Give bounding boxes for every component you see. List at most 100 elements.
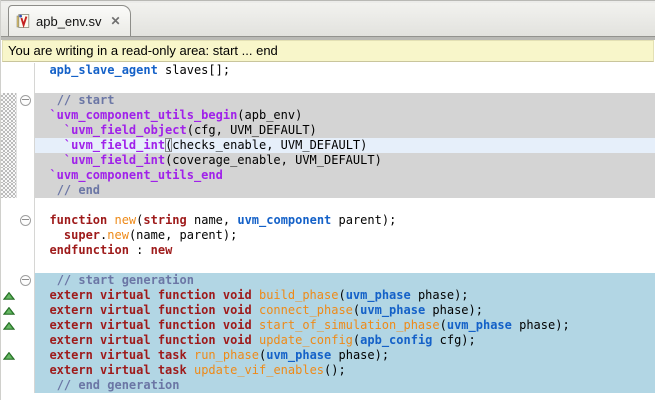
- collapse-fold-icon[interactable]: [20, 215, 31, 226]
- code-token: extern virtual task: [49, 363, 187, 377]
- code-token: uvm_component: [237, 213, 332, 227]
- code-token: connect_phase: [258, 303, 353, 317]
- code-line-text: [35, 198, 655, 213]
- code-token: [35, 273, 57, 287]
- code-token: [35, 333, 49, 347]
- code-line: // start: [1, 93, 655, 108]
- code-token: [252, 333, 259, 347]
- folding-ruler-cell: [17, 108, 35, 123]
- code-token: [187, 348, 194, 362]
- code-line-text: extern virtual function void connect_pha…: [35, 303, 655, 318]
- code-token: phase);: [425, 303, 483, 317]
- code-line: // end generation: [1, 378, 655, 393]
- code-line-text: extern virtual function void update_conf…: [35, 333, 655, 348]
- override-marker-icon: [1, 303, 17, 318]
- annotation-ruler-cell: [1, 63, 17, 78]
- override-marker-icon: [1, 348, 17, 363]
- folding-ruler-cell: [17, 333, 35, 348]
- code-token: (: [259, 348, 267, 362]
- code-token: (apb_env): [237, 108, 303, 122]
- code-token: [187, 363, 194, 377]
- code-token: (cfg, UVM_DEFAULT): [186, 123, 317, 137]
- code-token: new: [107, 228, 129, 242]
- code-token: phase);: [410, 288, 469, 302]
- code-token: apb_config: [360, 333, 433, 347]
- code-token: [252, 318, 259, 332]
- code-token: .: [100, 228, 108, 242]
- code-token: [35, 123, 64, 137]
- folding-ruler-cell: [17, 378, 35, 393]
- folding-ruler-cell: [17, 348, 35, 363]
- code-token: // start generation: [56, 273, 194, 287]
- code-line-text: // end generation: [35, 378, 655, 393]
- folding-ruler-cell: [17, 243, 35, 258]
- code-line-text: `uvm_field_int(coverage_enable, UVM_DEFA…: [35, 153, 655, 168]
- tab-bar: apb_env.sv ✕: [1, 0, 655, 36]
- code-token: [35, 318, 49, 332]
- code-token: extern virtual function void: [49, 318, 252, 332]
- tab-apb-env-sv[interactable]: apb_env.sv ✕: [8, 5, 131, 36]
- code-token: checks_enable, UVM_DEFAULT): [172, 138, 368, 152]
- code-line-text: // start generation: [35, 273, 655, 288]
- code-token: uvm_phase: [266, 348, 332, 362]
- folding-ruler-cell: [17, 63, 35, 78]
- readonly-hatch-marker: [1, 183, 17, 198]
- code-token: extern virtual function void: [49, 303, 252, 317]
- code-line: `uvm_field_int(checks_enable, UVM_DEFAUL…: [1, 138, 655, 153]
- folding-ruler-cell: [17, 303, 35, 318]
- code-line-text: [35, 258, 655, 273]
- annotation-ruler-cell: [1, 378, 17, 393]
- code-line: [1, 78, 655, 93]
- annotation-ruler-cell: [1, 228, 17, 243]
- code-token: // start: [56, 93, 115, 107]
- code-line: [1, 258, 655, 273]
- folding-ruler-cell: [17, 168, 35, 183]
- code-token: build_phase: [258, 288, 339, 302]
- code-token: (: [352, 333, 361, 347]
- code-area[interactable]: apb_slave_agent slaves[]; // start `uvm_…: [1, 63, 655, 393]
- code-token: (: [352, 303, 361, 317]
- code-line-text: extern virtual function void build_phase…: [35, 288, 655, 303]
- code-line-text: `uvm_field_int(checks_enable, UVM_DEFAUL…: [35, 138, 655, 153]
- readonly-hatch-marker: [1, 153, 17, 168]
- code-editor[interactable]: apb_slave_agent slaves[]; // start `uvm_…: [1, 62, 655, 393]
- annotation-ruler-cell: [1, 78, 17, 93]
- code-token: [35, 153, 64, 167]
- code-token: function: [49, 213, 108, 227]
- code-line: `uvm_component_utils_end: [1, 168, 655, 183]
- readonly-hatch-marker: [1, 93, 17, 108]
- code-token: endfunction: [49, 243, 129, 257]
- readonly-hatch-marker: [1, 138, 17, 153]
- tab-close-icon[interactable]: ✕: [110, 14, 121, 28]
- code-token: [252, 303, 259, 317]
- readonly-hatch-marker: [1, 168, 17, 183]
- code-token: start_of_simulation_phase: [258, 318, 440, 332]
- code-token: update_config: [258, 333, 353, 347]
- code-token: ();: [324, 363, 346, 377]
- code-token: `uvm_field_object: [63, 123, 187, 137]
- override-marker-icon: [1, 318, 17, 333]
- folding-ruler-cell: [17, 228, 35, 243]
- code-token: (: [165, 138, 173, 152]
- folding-ruler-cell: [17, 198, 35, 213]
- tab-bar-bottom-band: [1, 36, 655, 40]
- code-line: extern virtual function void build_phase…: [1, 288, 655, 303]
- folding-ruler-cell: [17, 78, 35, 93]
- code-line-text: super.new(name, parent);: [35, 228, 655, 243]
- code-line-text: function new(string name, uvm_component …: [35, 213, 655, 228]
- collapse-fold-icon[interactable]: [20, 275, 31, 286]
- collapse-fold-icon[interactable]: [20, 95, 31, 106]
- tab-title: apb_env.sv: [36, 13, 102, 29]
- code-line: // start generation: [1, 273, 655, 288]
- code-line: apb_slave_agent slaves[];: [1, 63, 655, 78]
- folding-ruler-cell: [17, 363, 35, 378]
- code-token: (coverage_enable, UVM_DEFAULT): [165, 153, 382, 167]
- code-token: (: [439, 318, 447, 332]
- folding-ruler-cell: [17, 213, 35, 228]
- folding-ruler-cell: [17, 273, 35, 288]
- sv-file-icon: [16, 13, 30, 29]
- code-token: `uvm_field_int: [63, 153, 166, 167]
- code-token: update_vif_enables: [193, 363, 325, 377]
- code-token: extern virtual task: [49, 348, 187, 362]
